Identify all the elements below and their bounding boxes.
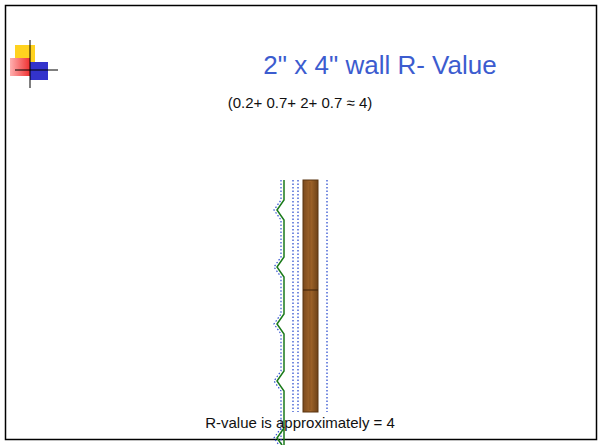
formula-label: (0.2+ 0.7+ 2+ 0.7 ≈ 4): [228, 94, 373, 111]
slide-border: [6, 6, 597, 440]
slide-title: 2" x 4" wall R- Value: [263, 50, 496, 81]
air-film-line: [292, 180, 293, 412]
air-film-line: [297, 180, 298, 412]
wood-stud: [303, 180, 318, 412]
air-film-line: [326, 180, 327, 412]
stud-joint: [303, 290, 318, 291]
siding-line: [277, 180, 284, 445]
slide-caption: R-value is approximately = 4: [205, 414, 395, 431]
wall-section: [274, 180, 327, 445]
siding-film-line: [274, 180, 281, 445]
wood-grain: [310, 182, 311, 410]
slide-decoration: [10, 40, 58, 88]
